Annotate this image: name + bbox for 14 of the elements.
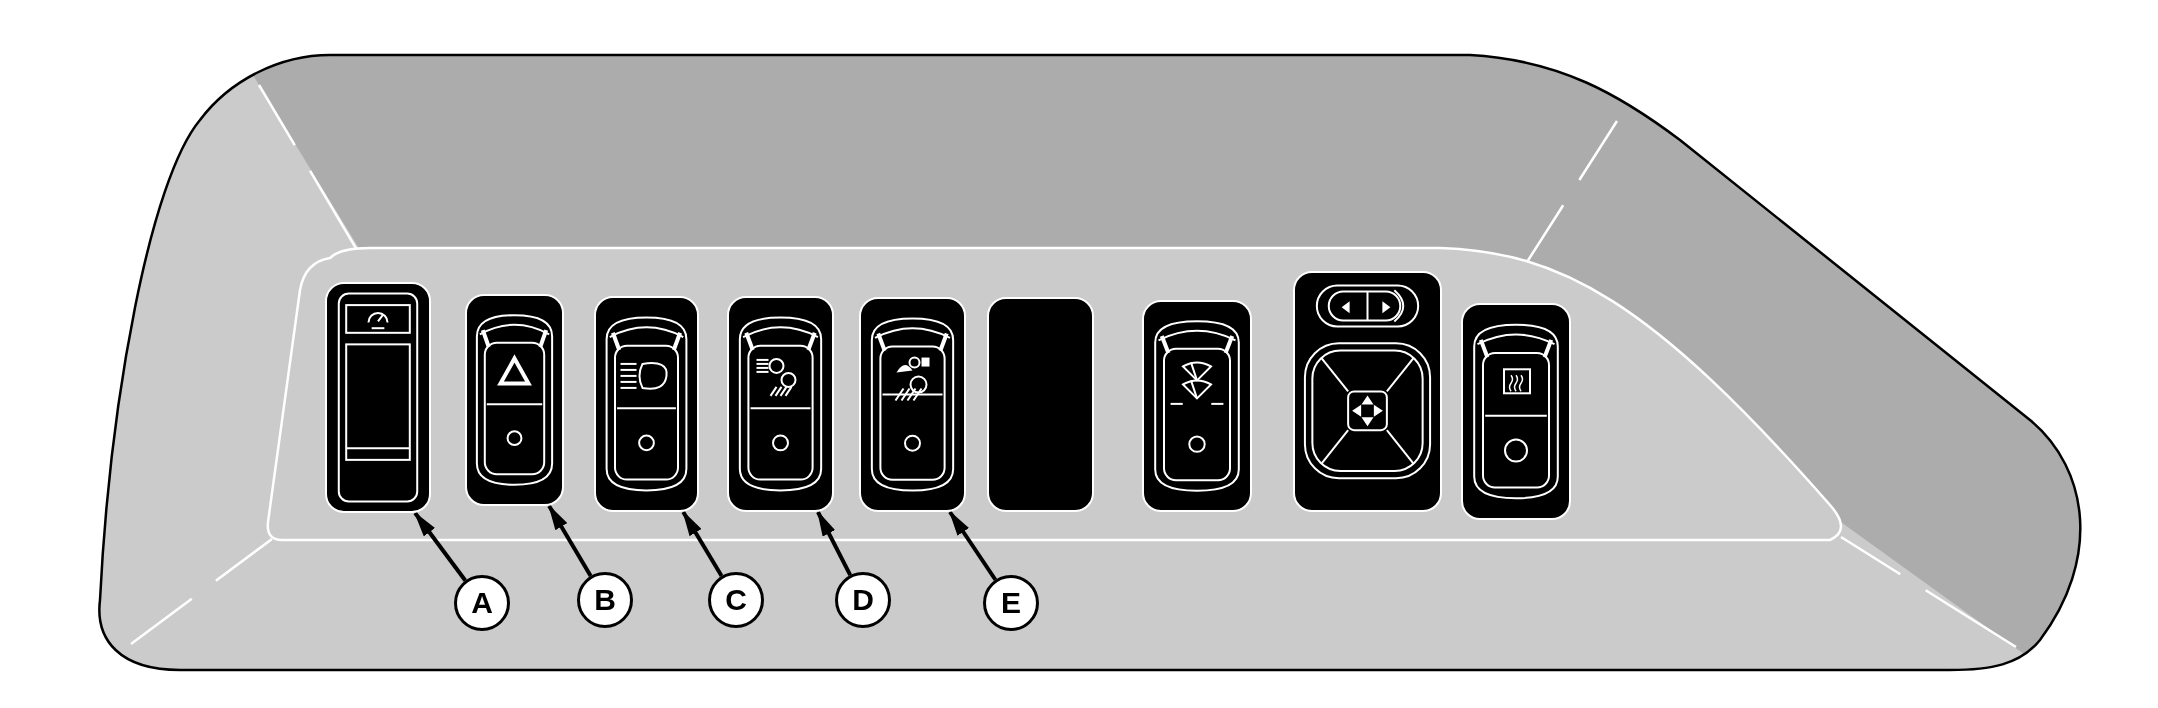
leader-arrow <box>948 510 998 581</box>
leader-arrow <box>681 510 724 577</box>
rocker-switch <box>594 296 699 512</box>
rocker-switch <box>727 296 834 512</box>
mirror-control-switch <box>1293 271 1442 512</box>
blank-switch-cover <box>987 297 1094 512</box>
rocker-switch <box>1142 300 1252 512</box>
rocker-switch <box>325 282 431 513</box>
rocker-switch <box>1461 303 1571 520</box>
rocker-switch <box>465 294 564 506</box>
leader-arrow <box>413 511 467 582</box>
rocker-switch <box>859 297 966 512</box>
leader-arrow <box>547 504 593 577</box>
leader-arrow <box>816 510 853 576</box>
